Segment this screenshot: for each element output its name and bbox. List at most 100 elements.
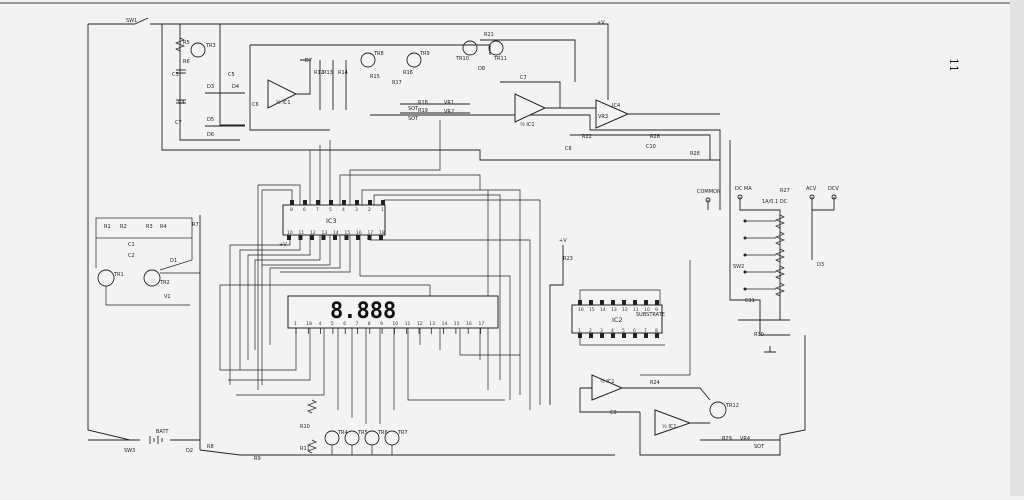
label-r5: R5: [183, 40, 190, 46]
label-d8: D8: [478, 66, 485, 72]
ic3-pin-label: 1: [381, 207, 384, 213]
label-d3: D3: [207, 84, 214, 90]
ic2-pin: [633, 300, 637, 305]
ic2-pin-label: 1: [578, 328, 581, 334]
ic2-pin-label: 9: [655, 307, 658, 313]
label-tr5: TR5: [357, 430, 368, 436]
range-resistor: [775, 282, 785, 297]
transistor-tr2: [143, 269, 161, 287]
ic2-pin-label: 11: [633, 307, 639, 313]
ic2-pin-label: 6: [633, 328, 636, 334]
display-pin-label: 11: [405, 321, 411, 327]
lcd-display-module: [287, 295, 499, 329]
label-r13: R13: [323, 70, 333, 76]
ic3-pin-label: 18: [379, 230, 385, 236]
label-r8: R8: [207, 444, 214, 450]
label-vr3: VR3: [598, 114, 608, 120]
label-ic1d: ½ IC1: [662, 423, 677, 430]
ic3-pin-label: 6: [303, 207, 306, 213]
label-d3b: D3: [817, 262, 824, 268]
ic3-pin: [356, 235, 360, 240]
ic3-pin-label: 2: [368, 207, 371, 213]
label-ic4: IC4: [612, 103, 620, 109]
ic2-pin-label: 5: [622, 328, 625, 334]
ic2-pin: [622, 300, 626, 305]
display-pin-label: 6: [343, 321, 346, 327]
label-d4: D4: [232, 84, 239, 90]
label-ic2: IC2: [612, 316, 623, 324]
label-d7: D7: [305, 58, 312, 64]
ic3-pin-label: 11: [299, 230, 305, 236]
label-acv: ACV: [806, 186, 817, 192]
label-c11: C11: [745, 298, 755, 304]
label-c6: C6: [252, 102, 259, 108]
ic3-pin-label: 7: [316, 207, 319, 213]
ic3-pin-label: 8: [290, 207, 293, 213]
label-r14: R14: [338, 70, 348, 76]
opamp-ic1a: [267, 79, 298, 109]
label-r10: R10: [300, 424, 310, 430]
label-vr2: VR2: [444, 109, 454, 115]
label-tr3: TR3: [205, 43, 216, 49]
label-r30: R30: [754, 332, 764, 338]
display-pin-label: 7: [356, 321, 359, 327]
label-vr1: VR1: [444, 100, 454, 106]
label-r24: R24: [650, 380, 660, 386]
label-ic1a: ½ IC1: [276, 99, 291, 106]
ic2-pin: [622, 333, 626, 338]
ic2-pin: [655, 300, 659, 305]
label-substrate: SUBSTRATE: [636, 312, 665, 318]
label-dcma: DC MA: [735, 186, 752, 192]
ic2-pin-label: 14: [600, 307, 606, 313]
opamp-ic1c: [591, 374, 624, 401]
display-pin-label: 18: [306, 321, 312, 327]
ic3-pin: [329, 200, 333, 205]
ic2-pin-label: 3: [600, 328, 603, 334]
label-r19: R19: [418, 108, 428, 114]
opamp-ic1b: [514, 93, 547, 123]
ic2-pin: [589, 333, 593, 338]
display-pin-label: 4: [319, 321, 322, 327]
ic2-pin-label: 16: [578, 307, 584, 313]
range-resistor: [775, 214, 785, 229]
ic2-pin-label: 10: [644, 307, 650, 313]
ic2-pin: [611, 300, 615, 305]
label-tr8: TR8: [373, 51, 384, 57]
label-sw2: SW2: [733, 264, 744, 270]
label-tr11: TR11: [493, 56, 507, 62]
range-resistor: [775, 231, 785, 246]
label-d5: D5: [207, 117, 214, 123]
ic3-pin: [367, 235, 372, 240]
label-c7b: C7: [520, 75, 527, 81]
ic2-pin-label: 15: [589, 307, 595, 313]
label-vplus3: +V: [559, 238, 567, 244]
ic3-pin: [381, 200, 385, 205]
label-range: 1A/0.1 DC: [762, 199, 788, 205]
range-switch-contact: [743, 219, 747, 223]
label-d1: D1: [170, 258, 177, 264]
ic3-pin-label: 14: [333, 230, 339, 236]
label-tr6: TR6: [377, 430, 388, 436]
label-r26: R26: [650, 134, 660, 140]
ic3-pin: [342, 200, 346, 205]
ic3-pin: [310, 235, 314, 240]
display-pin-label: 8: [368, 321, 371, 327]
label-r12: R12: [314, 70, 324, 76]
ic2-pin: [644, 300, 648, 305]
transistor-tr12: [709, 401, 727, 419]
label-r17: R17: [392, 80, 402, 86]
label-tr10: TR10: [455, 56, 469, 62]
ic3-pin: [355, 200, 359, 205]
ic2-pin-label: 2: [589, 328, 592, 334]
ic3-pin: [379, 235, 383, 240]
ic3-pin-label: 3: [355, 207, 358, 213]
display-pin-label: 9: [380, 321, 383, 327]
ic3-chip: [282, 204, 386, 236]
ic3-pin-label: 4: [342, 207, 345, 213]
opamp-ic1d: [654, 409, 692, 436]
label-c5: C5: [228, 72, 235, 78]
ic2-pin: [600, 333, 604, 338]
display-pin-label: 17: [479, 321, 485, 327]
ic2-pin: [600, 300, 604, 305]
